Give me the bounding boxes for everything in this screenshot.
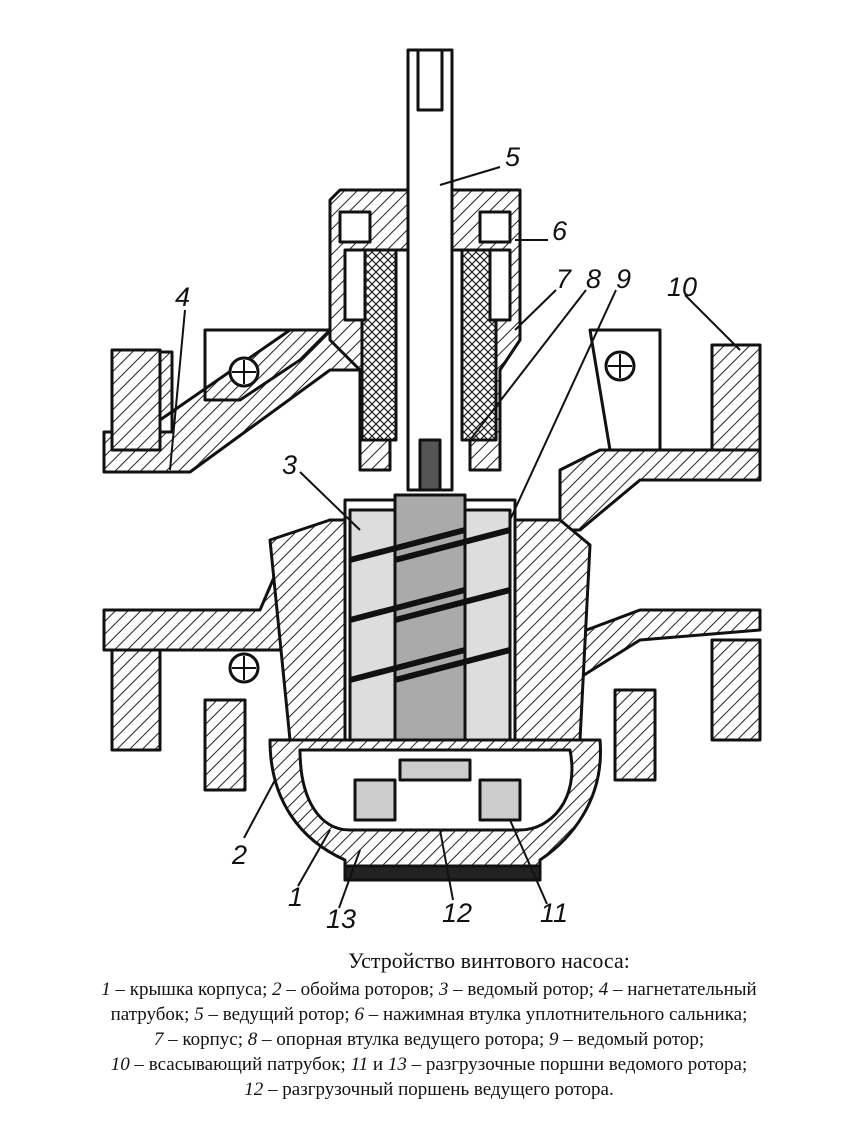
legend-number: 9 [548, 1029, 559, 1050]
legend-text: – ведущий ротор; [203, 1004, 355, 1025]
caption-line: патрубок; 5 – ведущий ротор; 6 – нажимна… [0, 1002, 858, 1027]
legend-text: – опорная втулка ведущего ротора; [257, 1029, 549, 1050]
right-outer-flange-lower [710, 638, 762, 742]
callout-1: 1 [288, 882, 303, 912]
legend-number: 6 [354, 1004, 364, 1025]
pump-cross-section-drawing: 5 6 7 8 9 10 4 3 2 1 13 12 11 [102, 48, 762, 934]
legend-text: и [368, 1054, 388, 1075]
driven-rotor-left [348, 508, 397, 742]
legend-number: 2 [272, 979, 282, 1000]
callout-6: 6 [552, 216, 568, 246]
legend-text: – ведомый ротор; [448, 979, 599, 1000]
legend-text: – разгрузочные поршни ведомого ротора; [406, 1054, 748, 1075]
legend-number: 12 [244, 1079, 264, 1100]
caption-line: 10 – всасывающий патрубок; 11 и 13 – раз… [0, 1052, 858, 1077]
drive-shaft [406, 48, 454, 492]
suction-body-right [558, 448, 762, 532]
piston-13 [353, 778, 397, 822]
legend-text: – нажимная втулка уплотнительного сальни… [363, 1004, 748, 1025]
left-outer-flange [110, 348, 162, 452]
packing-left [360, 248, 398, 442]
caption-line: 7 – корпус; 8 – опорная втулка ведущего … [0, 1027, 858, 1052]
legend-text: – корпус; [163, 1029, 248, 1050]
callout-8: 8 [586, 264, 601, 294]
legend-number: 7 [153, 1029, 164, 1050]
callout-2: 2 [231, 840, 247, 870]
legend-number: 3 [438, 979, 449, 1000]
caption-title: Устройство винтового насоса: [348, 948, 630, 973]
callout-11: 11 [540, 898, 568, 928]
legend-text: патрубок; [110, 1004, 195, 1025]
piston-11 [478, 778, 522, 822]
bolt-right-lower [613, 688, 657, 782]
figure-caption: Устройство винтового насоса: 1 – крышка … [0, 948, 858, 1102]
driven-rotor-right [463, 508, 512, 742]
callout-12: 12 [442, 898, 472, 928]
legend-number: 13 [387, 1054, 407, 1075]
legend-text: – разгрузочный поршень ведущего ротора. [263, 1079, 614, 1100]
caption-line: 1 – крышка корпуса; 2 – обойма роторов; … [0, 977, 858, 1002]
piston-12 [398, 758, 472, 782]
callout-13: 13 [326, 904, 356, 934]
callout-4: 4 [175, 282, 190, 312]
legend-number: 8 [247, 1029, 258, 1050]
callout-10: 10 [667, 272, 697, 302]
bolt-left-lower [203, 698, 247, 792]
caption-line: 12 – разгрузочный поршень ведущего ротор… [0, 1077, 858, 1102]
legend-text: – крышка корпуса; [110, 979, 273, 1000]
legend-number: 5 [194, 1004, 204, 1025]
callout-9: 9 [616, 264, 631, 294]
legend-text: – всасывающий патрубок; [129, 1054, 351, 1075]
legend-number: 4 [598, 979, 609, 1000]
legend-number: 11 [350, 1054, 369, 1075]
legend-number: 1 [101, 979, 111, 1000]
legend-text: – обойма роторов; [281, 979, 439, 1000]
legend-number: 10 [110, 1054, 130, 1075]
callout-7: 7 [556, 264, 572, 294]
legend-text: – ведомый ротор; [558, 1029, 705, 1050]
right-outer-flange [710, 343, 762, 457]
legend-text: – нагнетательный [608, 979, 757, 1000]
callout-3: 3 [282, 450, 297, 480]
left-outer-flange-lower [110, 638, 162, 752]
callout-5: 5 [505, 142, 521, 172]
caption-legend: 1 – крышка корпуса; 2 – обойма роторов; … [0, 977, 858, 1102]
